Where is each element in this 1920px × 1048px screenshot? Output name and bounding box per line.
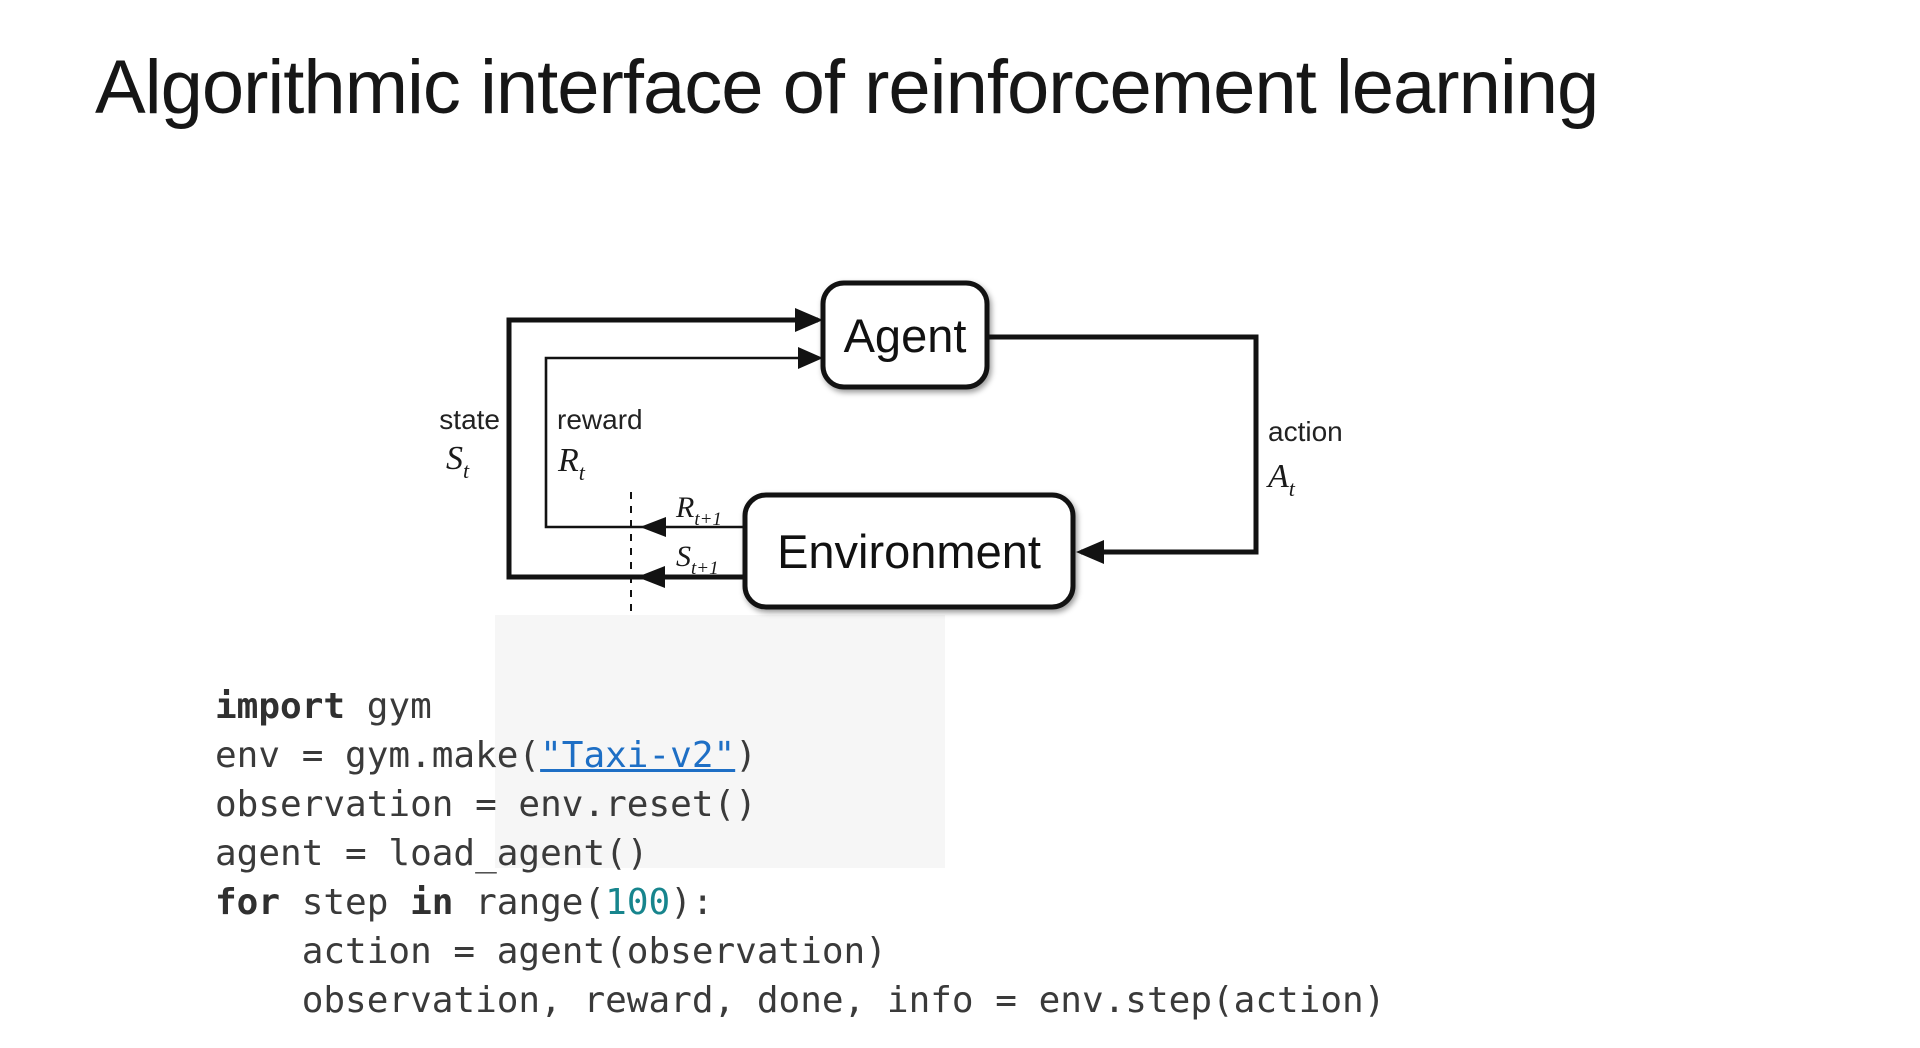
taxi-v2-link[interactable]: "Taxi-v2" [540, 735, 736, 776]
next-reward-symbol: Rt+1 [675, 491, 722, 530]
reward-symbol: Rt [557, 442, 586, 485]
state-symbol: St [446, 440, 470, 483]
code-keyword: in [410, 882, 454, 923]
action-symbol: At [1266, 458, 1296, 501]
code-line: import gym [215, 682, 1385, 731]
code-background-wash [495, 615, 945, 868]
action-label: action [1268, 416, 1343, 447]
next-state-arrowhead [637, 566, 665, 588]
action-wire [987, 334, 1259, 555]
reward-arrowhead-into-agent [798, 347, 823, 369]
agent-label: Agent [844, 309, 967, 362]
state-wire [506, 317, 818, 580]
code-line: for step in range(100): [215, 878, 1385, 927]
code-text: observation, reward, done, info = env.st… [215, 980, 1386, 1021]
code-line: env = gym.make("Taxi-v2") [215, 731, 1385, 780]
code-text: env = gym.make( [215, 735, 541, 776]
code-line: observation, reward, done, info = env.st… [215, 976, 1386, 1025]
code-text: step [280, 882, 411, 923]
code-keyword: import [215, 686, 346, 727]
code-keyword: for [215, 882, 281, 923]
code-line: observation = env.reset() [215, 780, 1385, 829]
slide-title: Algorithmic interface of reinforcement l… [95, 45, 1599, 130]
code-line: action = agent(observation) [215, 927, 1385, 976]
code-line: agent = load_agent() [215, 829, 1385, 878]
next-reward-arrowhead [640, 517, 666, 537]
environment-box [742, 492, 1076, 610]
action-arrowhead-into-environment [1076, 540, 1104, 564]
state-label: state [439, 404, 500, 435]
code-text: ): [670, 882, 714, 923]
code-text: agent = load_agent() [215, 833, 649, 874]
code-text: observation = env.reset() [215, 784, 757, 825]
state-arrowhead-into-agent [795, 308, 823, 332]
code-text: gym [345, 686, 432, 727]
code-number: 100 [605, 882, 671, 923]
reward-label: reward [557, 404, 643, 435]
code-text: range( [453, 882, 606, 923]
code-text: ) [735, 735, 757, 776]
code-text: action = agent(observation) [215, 931, 887, 972]
environment-label: Environment [777, 525, 1041, 578]
next-state-symbol: St+1 [676, 540, 719, 579]
